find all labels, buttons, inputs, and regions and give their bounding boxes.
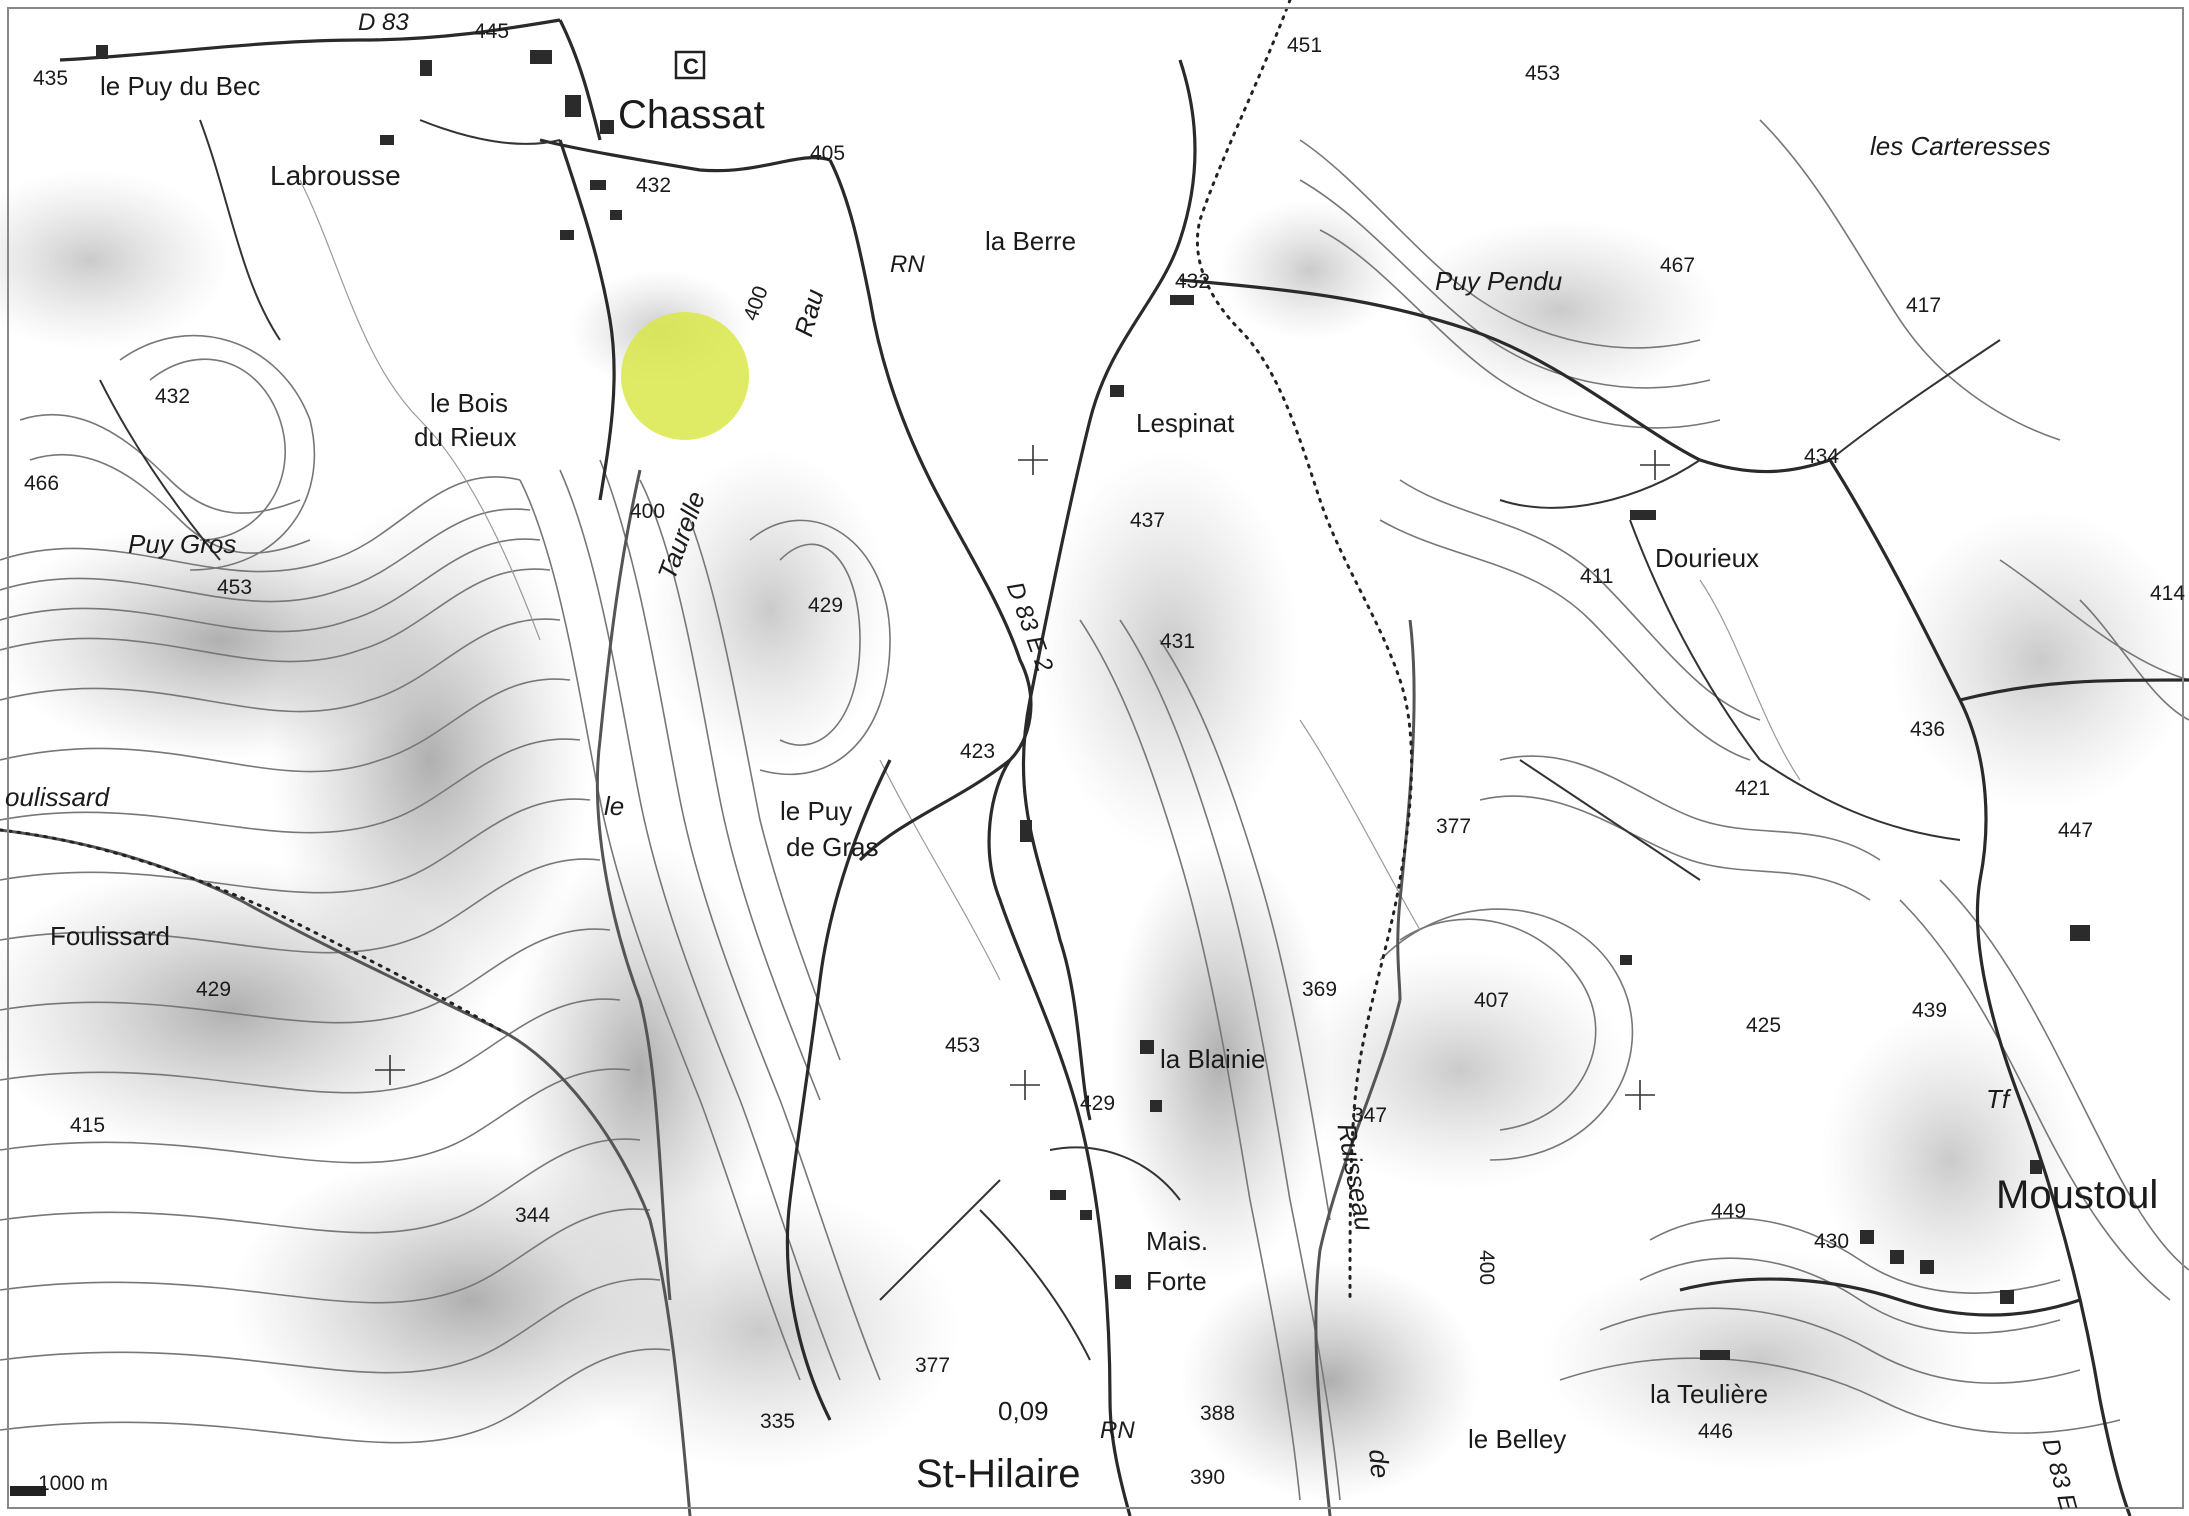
elev-425: 425 [1746,1014,1781,1037]
main-roads [59,18,2189,1516]
label-la-teuliere: la Teulière [1650,1379,1768,1409]
label-labrousse: Labrousse [270,160,401,191]
tracks [0,0,1414,1302]
label-lespinat: Lespinat [1136,408,1235,438]
contour-lines [0,119,2189,1501]
label-de-gras: de Gras [786,832,879,862]
label-tf: Tf [1986,1084,2012,1114]
label-foulissard-stream: oulissard [5,782,111,812]
elev-436: 436 [1910,718,1945,741]
camping-symbol: C [674,50,706,80]
elev-344: 344 [515,1204,550,1227]
elev-435: 435 [33,67,68,90]
elev-430: 430 [1814,1230,1849,1253]
elev-453b: 453 [217,576,252,599]
elev-417: 417 [1906,294,1941,317]
elev-400a: 400 [630,500,665,523]
highlight-marker [621,312,749,440]
label-rau: Rau [788,286,829,340]
camping-letter: C [683,54,699,79]
cross-markers [375,445,1670,1110]
elev-390: 390 [1190,1466,1225,1489]
label-puy-pendu: Puy Pendu [1435,266,1562,296]
label-puy-gros: Puy Gros [128,529,236,559]
elev-431: 431 [1160,630,1195,653]
elev-432a: 432 [636,174,671,197]
label-dourieux: Dourieux [1655,543,1759,573]
elev-335: 335 [760,1410,795,1433]
elev-445: 445 [474,20,509,43]
label-le-puy-du-bec: le Puy du Bec [100,71,260,101]
scale-bar: 1000 m [10,1472,108,1496]
small-paths [99,119,2001,1361]
label-foulissard: Foulissard [50,921,170,951]
elev-407: 407 [1474,989,1509,1012]
label-la-blainie: la Blainie [1160,1044,1266,1074]
elev-377a: 377 [1436,815,1471,838]
elev-429c: 429 [1080,1092,1115,1115]
label-le: le [604,791,624,821]
label-de: de [1363,1448,1395,1479]
elev-434: 434 [1804,445,1839,468]
elev-429a: 429 [808,594,843,617]
elev-432b: 432 [1175,270,1210,293]
label-le-belley: le Belley [1468,1424,1566,1454]
elev-432c: 432 [155,385,190,408]
elev-467: 467 [1660,254,1695,277]
label-d83e: D 83 E [2036,1436,2081,1515]
elev-414: 414 [2150,582,2185,605]
elev-388: 388 [1200,1402,1235,1425]
hillshade [0,170,2189,1500]
label-st-hilaire: St-Hilaire [916,1452,1080,1496]
elev-447: 447 [2058,819,2093,842]
label-le-puy: le Puy [780,796,852,826]
label-du-rieux: du Rieux [414,422,517,452]
label-rn-bottom: RN [1100,1417,1135,1444]
label-le-bois: le Bois [430,388,508,418]
elev-377b: 377 [915,1354,950,1377]
label-la-berre: la Berre [985,226,1076,256]
map-frame [7,7,2184,1509]
elev-347: 347 [1352,1104,1387,1127]
elev-429b: 429 [196,978,231,1001]
elev-451: 451 [1287,34,1322,57]
elev-449: 449 [1711,1200,1746,1223]
boundary-lines [299,179,1801,981]
buildings [96,45,2090,1360]
label-d83: D 83 [358,9,409,36]
elev-423: 423 [960,740,995,763]
label-rn-top: RN [890,251,925,278]
elev-369: 369 [1302,978,1337,1001]
scale-label: 1000 m [38,1472,108,1495]
elev-446: 446 [1698,1420,1733,1443]
label-chassat: Chassat [618,93,765,137]
elev-415: 415 [70,1114,105,1137]
elev-421: 421 [1735,777,1770,800]
elev-400c: 400 [1475,1250,1498,1285]
label-mais: Mais. [1146,1226,1208,1256]
elev-437: 437 [1130,509,1165,532]
elev-453c: 453 [945,1034,980,1057]
elev-466: 466 [24,472,59,495]
label-moustoul: Moustoul [1996,1173,2158,1217]
elev-453a: 453 [1525,62,1560,85]
label-forte: Forte [1146,1266,1207,1296]
elev-400b: 400 [739,283,773,324]
label-les-carteresses: les Carteresses [1870,131,2051,161]
elev-405: 405 [810,142,845,165]
label-distance: 0,09 [998,1396,1049,1426]
elev-411: 411 [1580,565,1613,588]
elev-439: 439 [1912,999,1947,1022]
place-labels: Chassat Labrousse le Puy du Bec le Bois … [5,71,2158,1496]
